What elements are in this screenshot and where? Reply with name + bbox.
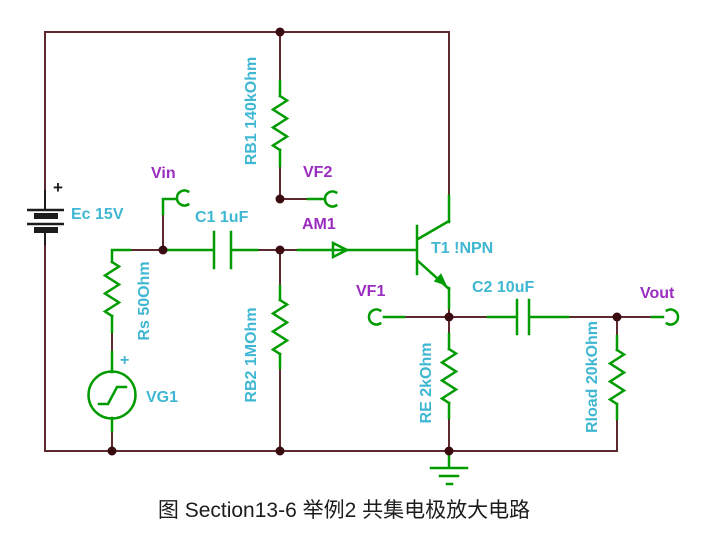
probe-vout: Vout — [640, 285, 680, 326]
resistor-rb1: RB1 140kOhm — [243, 57, 290, 168]
rs-corner-lead — [110, 248, 132, 264]
transistor-t1: T1 !NPN — [415, 194, 493, 310]
node-dot — [612, 312, 622, 322]
vg1-label: VG1 — [146, 389, 178, 406]
rb2-label: RB2 1MOhm — [243, 307, 260, 402]
battery-label: Ec 15V — [71, 206, 124, 223]
t1-label: T1 !NPN — [431, 240, 493, 257]
ammeter-am1: AM1 — [296, 216, 417, 260]
resistor-rb2: RB2 1MOhm — [243, 284, 290, 403]
vg1-plus-sign: + — [120, 352, 129, 369]
c1-label: C1 1uF — [195, 209, 249, 226]
t1-emitter-arrow-icon — [433, 273, 447, 286]
resistor-rs: Rs 50Ohm — [102, 248, 153, 341]
battery-plate-short-2 — [34, 227, 58, 233]
node-dot — [275, 194, 285, 204]
node-dot — [444, 312, 454, 322]
source-vg1: + VG1 — [87, 350, 178, 433]
battery-plate-short-1 — [34, 213, 58, 219]
node-dot — [107, 446, 117, 456]
probe-vf2: VF2 — [303, 164, 338, 208]
c2-label: C2 10uF — [472, 279, 534, 296]
vin-lead — [161, 197, 178, 216]
junction-nodes — [107, 27, 622, 456]
re-label: RE 2kOhm — [418, 343, 435, 424]
node-dot — [158, 245, 168, 255]
resistor-re: RE 2kOhm — [418, 332, 459, 424]
resistor-rload: Rload 20kOhm — [584, 321, 627, 433]
node-dot — [444, 446, 454, 456]
battery-ec: + Ec 15V — [27, 178, 124, 245]
t1-collector-diagonal — [416, 219, 451, 241]
rload-label: Rload 20kOhm — [584, 321, 601, 433]
vf2-hook-icon — [323, 190, 338, 208]
node-dot — [275, 27, 285, 37]
probe-vin: Vin — [151, 165, 190, 216]
vf2-label: VF2 — [303, 164, 332, 181]
rb1-label: RB1 140kOhm — [243, 57, 260, 166]
rb1-zigzag — [270, 94, 290, 152]
capacitor-c1: C1 1uF — [164, 209, 259, 270]
rb2-zigzag — [270, 298, 290, 356]
vf1-label: VF1 — [356, 283, 385, 300]
re-zigzag — [439, 347, 459, 405]
am1-arrow-icon — [331, 240, 350, 260]
vout-label: Vout — [640, 285, 675, 302]
wires — [44, 31, 653, 452]
capacitor-c2: C2 10uF — [472, 279, 570, 336]
vout-hook-icon — [665, 308, 680, 326]
vin-hook-icon — [175, 189, 190, 207]
am1-label: AM1 — [302, 216, 336, 233]
rs-label: Rs 50Ohm — [136, 261, 153, 340]
node-dot — [275, 446, 285, 456]
vf1-hook-icon — [367, 308, 382, 326]
ground-icon — [429, 449, 469, 486]
figure-caption: 图 Section13-6 举例2 共集电极放大电路 — [158, 499, 530, 522]
vg1-waveform-icon — [97, 385, 128, 406]
vin-label: Vin — [151, 165, 176, 182]
battery-plus-sign: + — [53, 178, 63, 197]
probe-vf1: VF1 — [356, 283, 406, 326]
rload-zigzag — [607, 348, 627, 406]
node-dot — [275, 245, 285, 255]
rs-zigzag — [102, 260, 122, 318]
